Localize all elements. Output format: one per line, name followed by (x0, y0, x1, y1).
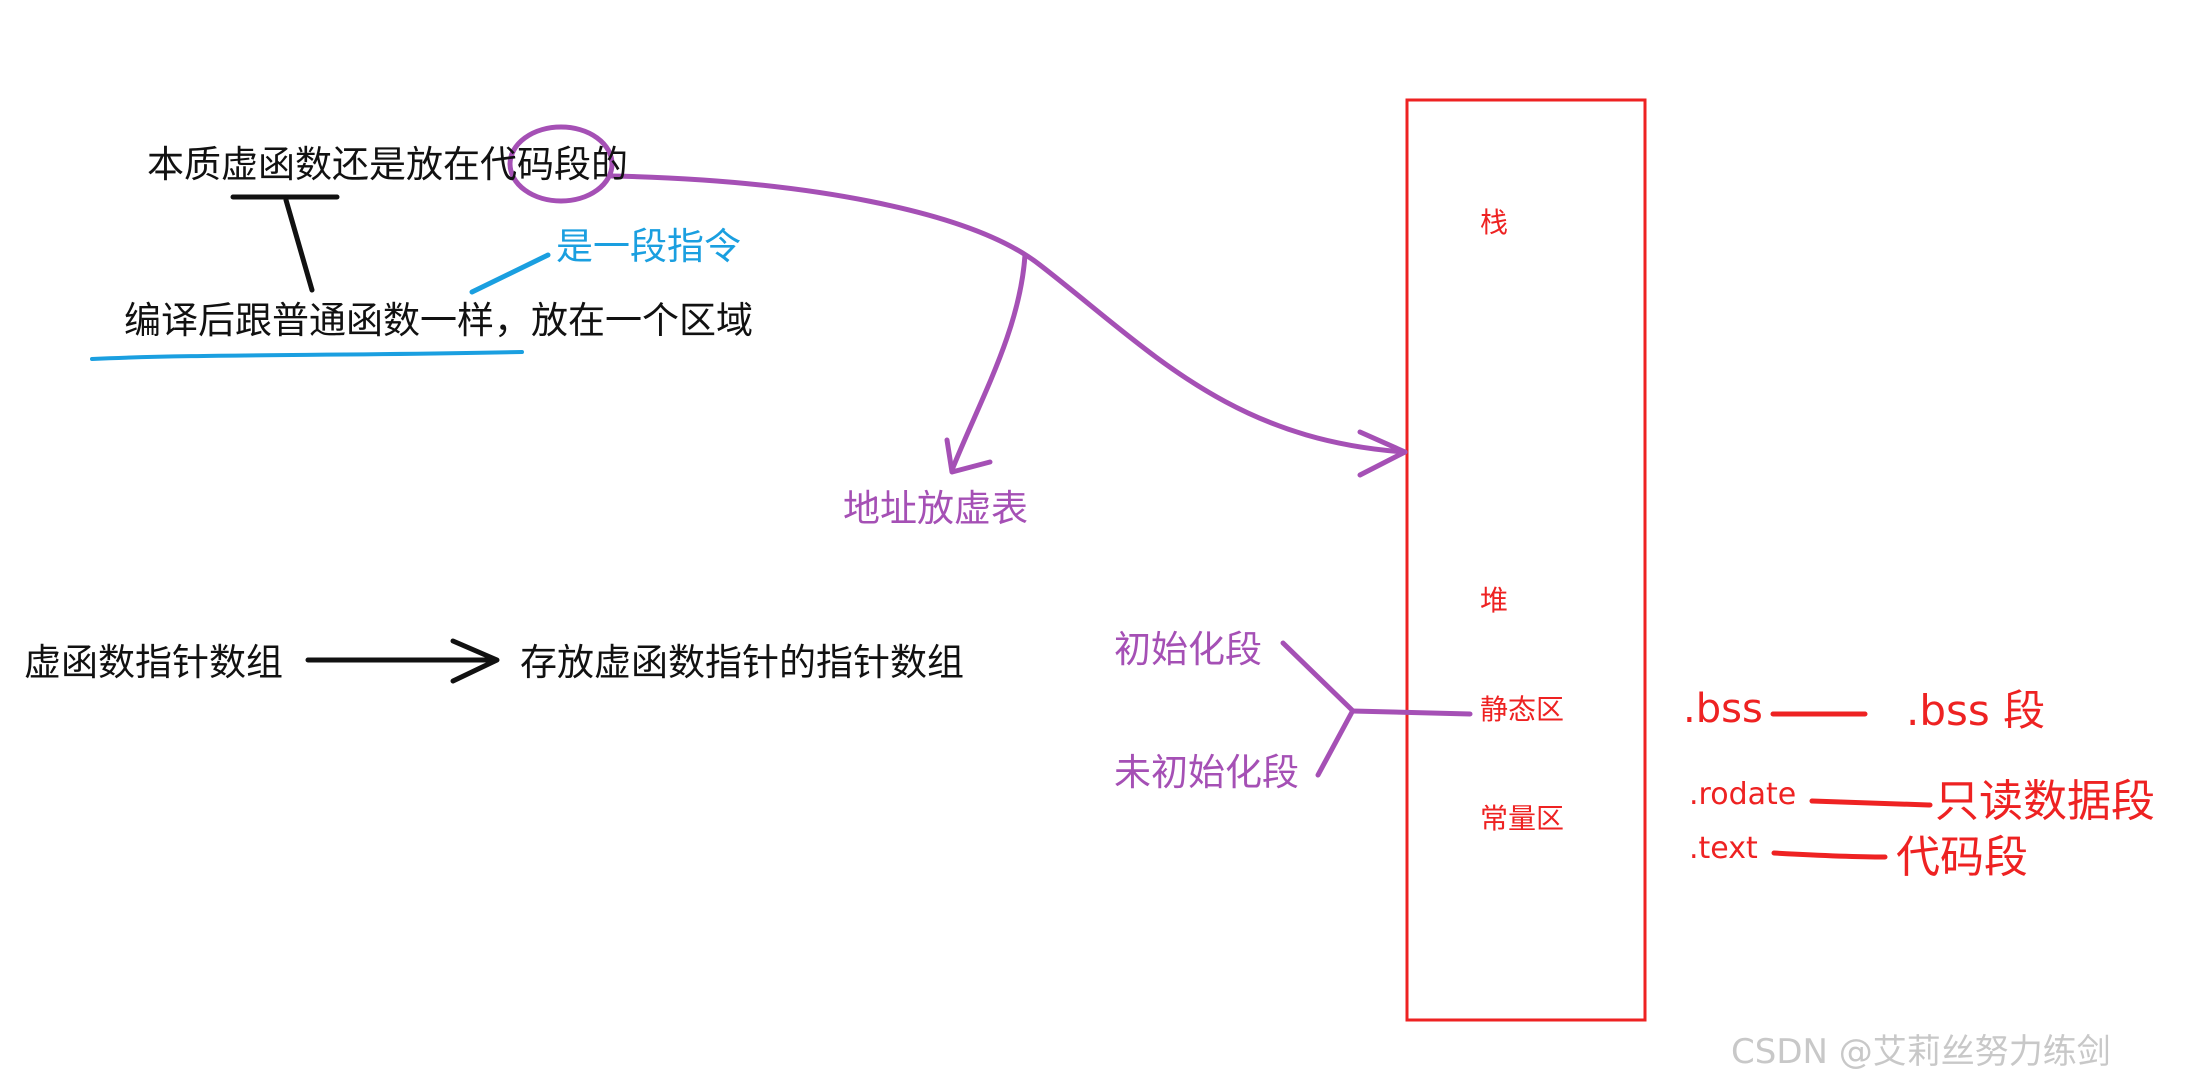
memory-region-constant: 常量区 (1480, 802, 1565, 835)
note-vfunc-array: 虚函数指针数组 (24, 641, 283, 684)
red-line-text (1771, 850, 1888, 860)
note-compiled: 编译后跟普通函数一样，放在一个区域 (124, 299, 753, 342)
connector-t-stem (283, 197, 315, 293)
purple-bracket-link (1349, 708, 1473, 717)
purple-arrowhead-vtable (944, 437, 993, 475)
section-rodata-short: .rodate (1689, 777, 1797, 812)
memory-region-static: 静态区 (1480, 693, 1565, 726)
watermark: CSDN @艾莉丝努力练剑 (1731, 1032, 2111, 1072)
red-line-rodata (1809, 798, 1933, 808)
section-bss-long: .bss 段 (1906, 686, 2046, 735)
purple-arrow-to-vtable (949, 252, 1028, 473)
note-initialized: 初始化段 (1114, 628, 1262, 671)
purple-bracket-lower (1315, 709, 1355, 778)
purple-arrowhead-memory (1357, 429, 1408, 478)
black-arrowhead (450, 638, 500, 684)
memory-region-stack: 栈 (1480, 206, 1509, 239)
note-instruction: 是一段指令 (556, 225, 741, 268)
blue-underline (90, 350, 524, 361)
purple-arrow-to-memory (609, 173, 1408, 455)
section-text-long: 代码段 (1896, 832, 2028, 883)
section-bss-short: .bss (1683, 686, 1763, 732)
purple-bracket-upper (1280, 640, 1355, 713)
section-rodata-long: 只读数据段 (1935, 776, 2155, 827)
memory-region-heap: 堆 (1480, 584, 1509, 617)
note-vtable-address: 地址放虚表 (843, 487, 1028, 530)
note-vfunc-array-desc: 存放虚函数指针的指针数组 (520, 641, 964, 684)
section-text-short: .text (1689, 831, 1758, 866)
memory-layout-box (1405, 98, 1647, 1022)
note-uninitialized: 未初始化段 (1114, 751, 1299, 794)
note-essence: 本质虚函数还是放在代码段的 (147, 143, 628, 186)
blue-pointer (469, 252, 551, 295)
code-segment-circle (507, 124, 615, 204)
